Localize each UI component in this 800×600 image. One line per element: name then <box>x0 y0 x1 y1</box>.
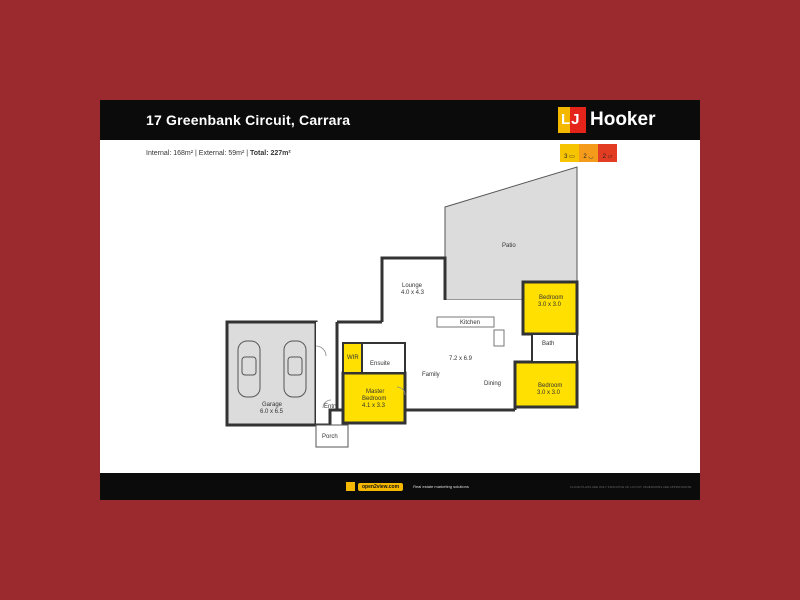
bath-area <box>531 333 578 363</box>
lj-hooker-logo: LJ Hooker <box>558 106 655 134</box>
logo-mark-text: LJ <box>561 111 581 128</box>
car-count-value: 2 <box>602 154 607 160</box>
listing-sheet: 17 Greenbank Circuit, Carrara LJ Hooker … <box>100 0 700 600</box>
property-stats: 3 ▭ 2 ◡ 2 ▱ <box>560 144 617 162</box>
bedroom-bottom-area <box>513 360 579 409</box>
porch-label: Porch <box>322 434 338 440</box>
floor-plan <box>225 166 579 448</box>
master-bedroom-area <box>341 371 407 425</box>
cars-icon <box>237 340 307 398</box>
footer-bar: open2view.com Real estate marketing solu… <box>100 473 700 500</box>
living-dimensions: 7.2 x 6.9 <box>449 356 473 362</box>
bath-label: Bath <box>542 341 555 347</box>
bath-count-value: 2 <box>583 154 587 160</box>
master-dimensions: 4.1 x 3.3 <box>362 403 386 409</box>
car-count: 2 ▱ <box>598 144 617 162</box>
bed-icon: ▭ <box>569 154 575 160</box>
patio-label: Patio <box>502 243 516 249</box>
open2view-tagline: Real estate marketing solutions <box>413 484 469 489</box>
ensuite-area <box>361 342 406 374</box>
master-label-2: Bedroom <box>362 396 387 402</box>
bedroom-bottom-label: Bedroom <box>538 383 563 389</box>
bath-count: 2 ◡ <box>579 144 598 162</box>
bed-count: 3 ▭ <box>560 144 579 162</box>
ensuite-label: Ensuite <box>370 361 391 367</box>
bedroom-top-dimensions: 3.0 x 3.0 <box>538 302 562 308</box>
area-total: Total: 227m² <box>250 150 291 157</box>
kitchen-island <box>436 316 495 328</box>
dining-label: Dining <box>484 381 502 387</box>
garage-label: Garage <box>262 402 283 408</box>
lj-mark-icon: LJ <box>558 107 586 133</box>
bedroom-top-label: Bedroom <box>539 295 564 301</box>
family-label: Family <box>422 372 440 378</box>
garage-dimensions: 6.0 x 6.5 <box>260 409 284 415</box>
open2view-name: open2view.com <box>358 482 404 491</box>
kitchen-label: Kitchen <box>460 320 481 326</box>
master-label: Master <box>366 389 385 395</box>
top-border <box>100 0 700 100</box>
bottom-border <box>100 500 700 600</box>
fridge <box>493 329 505 347</box>
bedroom-top-area <box>521 280 579 336</box>
entry-label: Entry <box>324 404 339 410</box>
lounge-dimensions: 4.0 x 4.3 <box>401 290 425 296</box>
logo-wordmark: Hooker <box>590 109 656 130</box>
lounge-label: Lounge <box>402 283 423 289</box>
open2view-icon <box>346 482 355 491</box>
house-floor <box>316 258 577 425</box>
bath-icon: ◡ <box>588 154 594 160</box>
floor-plan-disclaimer: FLOOR PLANS ARE ONLY INDICATIVE OF LAYOU… <box>570 485 692 489</box>
title-bar: 17 Greenbank Circuit, Carrara <box>100 100 700 140</box>
bedroom-bottom-dimensions: 3.0 x 3.0 <box>537 390 561 396</box>
bed-count-value: 3 <box>564 154 568 160</box>
car-icon: ▱ <box>607 154 613 160</box>
listing-address: 17 Greenbank Circuit, Carrara <box>146 112 351 128</box>
patio-area <box>444 166 578 301</box>
area-internal-external: Internal: 168m² | External: 59m² | <box>146 150 251 157</box>
porch-area <box>315 424 349 448</box>
area-summary: Internal: 168m² | External: 59m² | Total… <box>146 150 291 157</box>
wir-label: WIR <box>347 355 359 361</box>
open2view-logo: open2view.com Real estate marketing solu… <box>346 482 469 491</box>
